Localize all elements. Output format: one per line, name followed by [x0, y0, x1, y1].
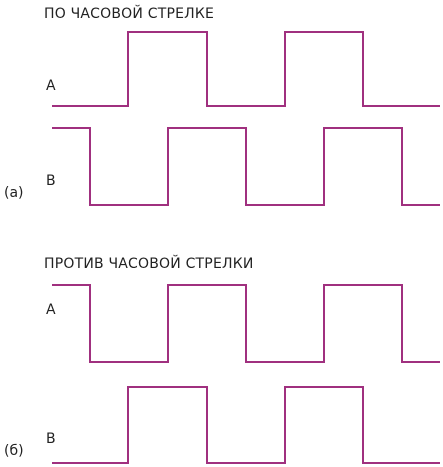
- counterclockwise-channel-b-label: B: [46, 431, 56, 447]
- waveform-trace: [52, 31, 440, 107]
- clockwise-b-waveform: [52, 127, 440, 206]
- counterclockwise-a-waveform: [52, 284, 440, 363]
- panel-a-marker: (а): [4, 185, 24, 201]
- counterclockwise-title: ПРОТИВ ЧАСОВОЙ СТРЕЛКИ: [44, 256, 254, 272]
- counterclockwise-b-waveform: [52, 386, 440, 464]
- clockwise-channel-b-label: B: [46, 173, 56, 189]
- clockwise-title: ПО ЧАСОВОЙ СТРЕЛКЕ: [44, 6, 215, 22]
- waveform-trace: [52, 386, 440, 464]
- panel-b-marker: (б): [4, 443, 24, 459]
- clockwise-channel-a-label: A: [46, 78, 56, 94]
- waveform-trace: [52, 284, 440, 363]
- counterclockwise-channel-a-label: A: [46, 302, 56, 318]
- waveform-trace: [52, 127, 440, 206]
- clockwise-a-waveform: [52, 31, 440, 107]
